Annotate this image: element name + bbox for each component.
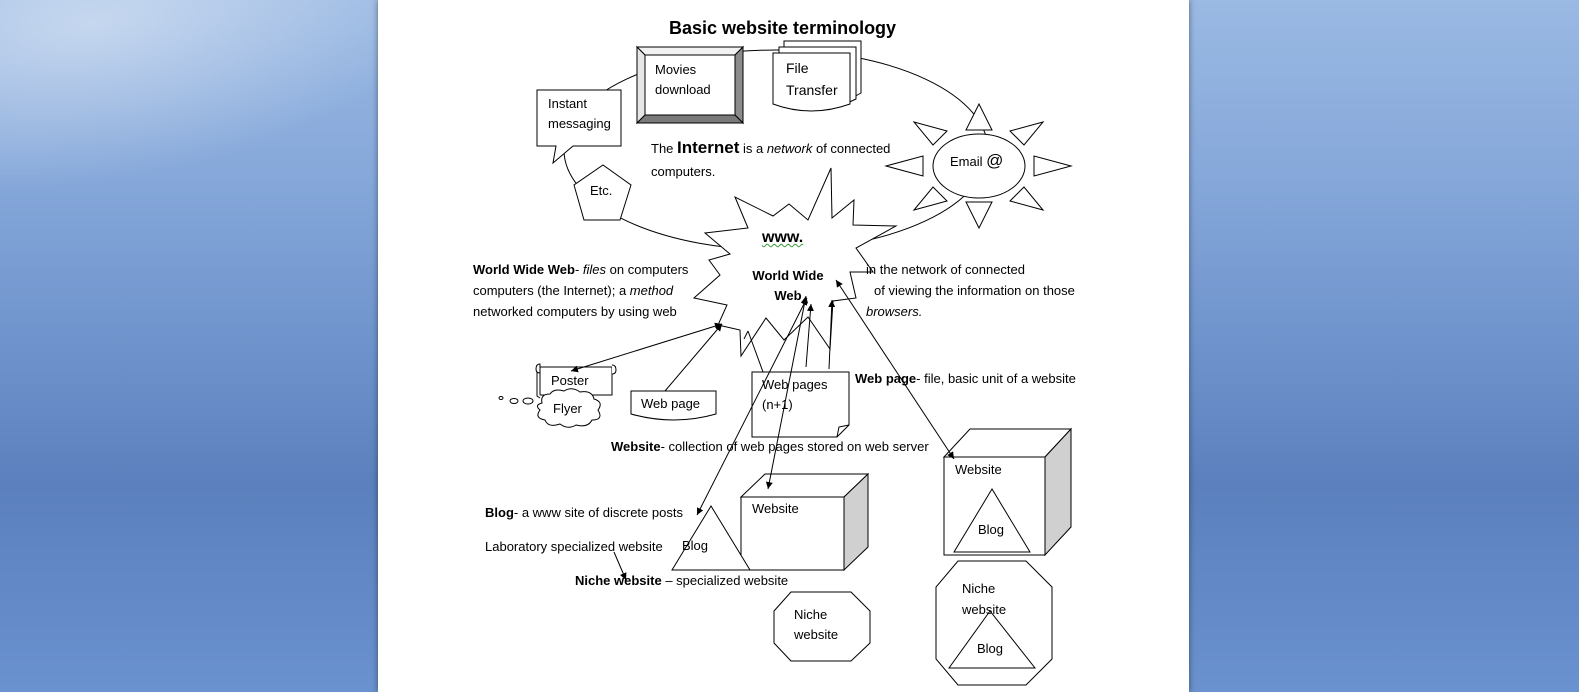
internet-mid: is a <box>739 141 767 156</box>
internet-word: Internet <box>677 138 740 157</box>
www-def-l1: on computers <box>606 262 689 277</box>
connector-arrows <box>570 279 955 581</box>
internet-network: network <box>766 141 813 156</box>
file-transfer-shape <box>772 40 862 112</box>
diagram-canvas <box>498 40 1073 686</box>
etc-label: Etc. <box>590 183 613 198</box>
web-pages-label-1: Web pages <box>762 377 828 392</box>
blog-triangle-in-octagon <box>948 610 1037 669</box>
blog-in-octagon-label: Blog <box>977 641 1004 656</box>
poster-label: Poster <box>551 373 589 388</box>
im-label-1: Instant <box>548 96 588 111</box>
website-right-label: Website <box>955 462 1002 477</box>
niche-definition: Niche website – specialized website <box>575 571 788 591</box>
www-definition-line2: computers (the Internet); a method <box>473 281 673 301</box>
instant-messaging-callout <box>536 89 622 165</box>
blog-in-cube-label: Blog <box>978 522 1005 537</box>
email-text: Email <box>950 154 983 169</box>
internet-definition-line2: computers. <box>651 164 716 179</box>
blog-triangle-in-cube <box>953 488 1031 553</box>
www-definition-browsers: browsers. <box>866 304 923 319</box>
laboratory-label: Laboratory specialized website <box>485 539 663 554</box>
website-term: Website <box>611 439 661 454</box>
niche-small-label-2: website <box>794 627 839 642</box>
niche-small-label-1: Niche <box>794 607 828 622</box>
www-definition-line1-right: in the network of connected <box>866 262 1025 277</box>
email-sun <box>884 102 1073 230</box>
niche-large-label-1: Niche <box>962 581 996 596</box>
email-label: Email @ <box>950 151 1003 172</box>
blog-def: - a www site of discrete posts <box>513 505 683 520</box>
document-page: Basic website terminology Movies downloa… <box>378 0 1189 692</box>
file-transfer-label-2: Transfer <box>786 82 838 98</box>
movies-label-1: Movies <box>655 62 697 77</box>
page-title: Basic website terminology <box>669 18 897 38</box>
movies-box <box>635 45 745 125</box>
im-label-2: messaging <box>548 116 611 131</box>
www-def-term: World Wide Web <box>473 262 575 277</box>
internet-definition-line1: The Internet is a network of connected <box>651 138 890 159</box>
wwweb-label-1: World Wide <box>752 268 824 283</box>
website-center-label: Website <box>752 501 799 516</box>
blog-term: Blog <box>485 505 514 520</box>
web-pages-label-2: (n+1) <box>762 397 793 412</box>
www-def-method: method <box>629 283 674 298</box>
blog-left-label: Blog <box>682 538 709 553</box>
www-definition-line1: World Wide Web- files on computers <box>473 260 688 280</box>
www-definition-line3: networked computers by using web <box>473 304 677 319</box>
webpage-definition: Web page- file, basic unit of a website <box>855 369 1076 389</box>
niche-octagon-small <box>773 591 871 662</box>
website-definition: Website- collection of web pages stored … <box>611 437 929 457</box>
blog-definition: Blog- a www site of discrete posts <box>485 503 683 523</box>
www-def-l2: computers (the Internet); a <box>473 283 630 298</box>
webpage-term: Web page <box>855 371 917 386</box>
website-def: - collection of web pages stored on web … <box>660 439 929 454</box>
niche-term: Niche website <box>575 573 662 588</box>
movies-label-2: download <box>655 82 711 97</box>
wwweb-label-2: Web <box>774 288 802 303</box>
website-cube-center <box>739 472 870 572</box>
www-definition-line2-right: of viewing the information on those <box>874 283 1075 298</box>
www-def-dash: - <box>574 262 583 277</box>
web-page-label: Web page <box>641 396 701 411</box>
www-label: www. <box>762 229 804 246</box>
file-transfer-label-1: File <box>786 60 809 76</box>
niche-large-label-2: website <box>962 602 1007 617</box>
at-icon: @ <box>986 151 1004 170</box>
niche-def: – specialized website <box>661 573 789 588</box>
internet-pre: The <box>651 141 678 156</box>
internet-post: of connected <box>812 141 891 156</box>
flyer-label: Flyer <box>553 401 582 416</box>
www-def-files: files <box>582 262 607 277</box>
blog-triangle-left <box>671 505 751 571</box>
webpage-def: - file, basic unit of a website <box>916 371 1076 386</box>
etc-pentagon <box>573 164 632 221</box>
flyer-cloud <box>498 388 601 428</box>
